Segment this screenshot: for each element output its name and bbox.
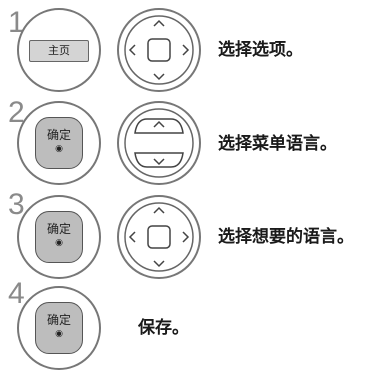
step-2-number: 2: [8, 96, 25, 129]
up-down-pad-icon[interactable]: [123, 107, 195, 179]
ok-button[interactable]: 确定 ◉: [35, 302, 83, 354]
step-3-ok-circle: 确定 ◉: [17, 195, 101, 279]
ok-button-label: 确定: [46, 313, 71, 327]
step-2-instruction: 选择菜单语言。: [218, 134, 337, 154]
navigation-pad-icon[interactable]: [123, 14, 195, 86]
step-1-number: 1: [8, 6, 25, 39]
ok-button[interactable]: 确定 ◉: [35, 117, 83, 169]
home-button[interactable]: 主页: [29, 40, 89, 62]
step-2-ok-circle: 确定 ◉: [17, 101, 101, 185]
step-3-instruction: 选择想要的语言。: [218, 227, 354, 247]
step-3-number: 3: [8, 188, 25, 221]
step-1-home-circle: 主页: [17, 8, 101, 92]
ok-indicator-icon: ◉: [55, 329, 63, 339]
step-4-instruction: 保存。: [138, 318, 189, 338]
ok-indicator-icon: ◉: [55, 144, 63, 154]
step-1-instruction: 选择选项。: [218, 40, 303, 60]
ok-indicator-icon: ◉: [55, 238, 63, 248]
ok-button[interactable]: 确定 ◉: [35, 211, 83, 263]
step-4-ok-circle: 确定 ◉: [17, 286, 101, 370]
step-2-updown-circle: [117, 101, 201, 185]
step-1-dpad-circle: [117, 8, 201, 92]
step-3-dpad-circle: [117, 195, 201, 279]
step-4-number: 4: [8, 277, 25, 310]
ok-button-label: 确定: [46, 222, 71, 236]
navigation-pad-icon[interactable]: [123, 201, 195, 273]
ok-button-label: 确定: [46, 128, 71, 142]
